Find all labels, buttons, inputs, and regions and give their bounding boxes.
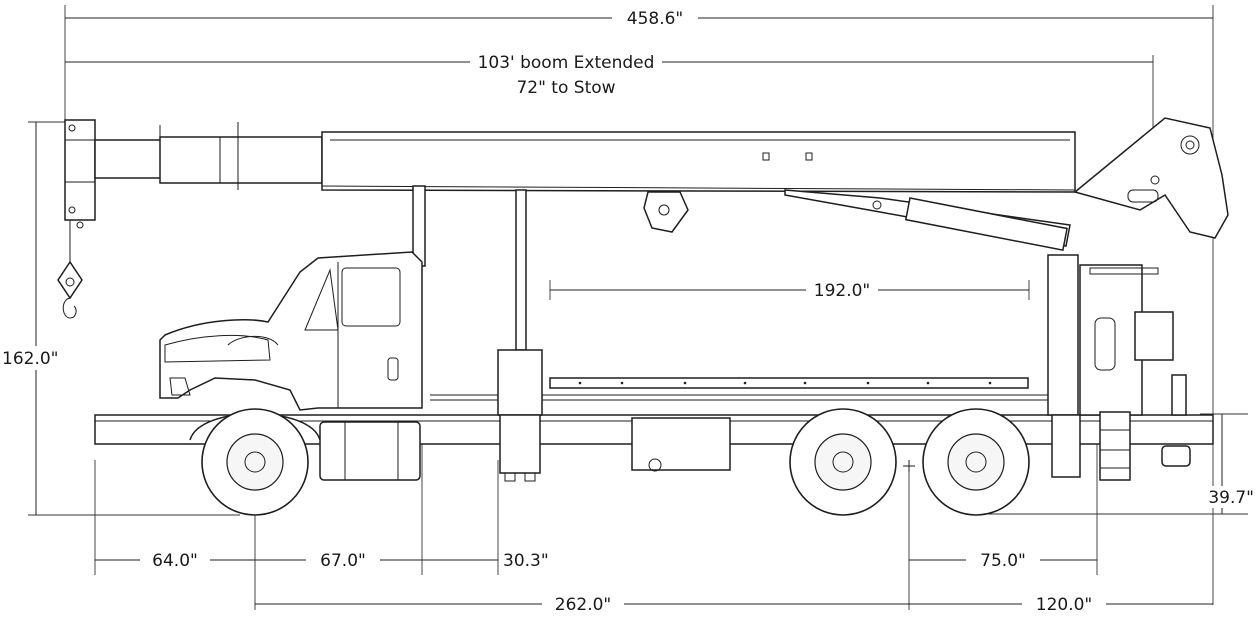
dimension-lines [35, 17, 1223, 605]
rear-pedestal [1079, 264, 1143, 416]
overall-length-label: 458.6" [627, 9, 684, 29]
front-outrigger-housing [497, 349, 543, 416]
wheels [189, 408, 1030, 516]
front-outrigger-leg [499, 414, 541, 474]
rear-light [1161, 445, 1191, 467]
boom-tip-head [64, 119, 96, 221]
boom-section-1 [94, 139, 166, 179]
cab-window-front [304, 268, 339, 331]
exhaust-stack [1171, 374, 1187, 416]
hood-vent [164, 334, 271, 363]
rear-outrigger-leg [1051, 414, 1081, 478]
wheelbase-label: 262.0" [555, 595, 612, 615]
door-handle [387, 357, 399, 381]
truck-cab [159, 251, 423, 411]
cab-body [159, 251, 423, 411]
hook-block [57, 260, 83, 300]
hook [62, 297, 77, 319]
boom-rest-post-rear [515, 189, 527, 351]
turret-column [1047, 254, 1079, 416]
axle-to-cab-label: 67.0" [320, 551, 366, 571]
front-overhang-label: 64.0" [152, 551, 198, 571]
cab-window-side [341, 267, 401, 327]
boom-extended-label: 103' boom Extended [478, 53, 655, 73]
deck-rivets [578, 381, 992, 385]
cab-to-outrigger-label: 30.3" [503, 551, 549, 571]
overall-height-label: 162.0" [2, 349, 59, 369]
boom-stow-label: 72" to Stow [516, 78, 615, 98]
boom-section-2 [159, 136, 323, 184]
toolbox [631, 417, 731, 471]
rear-ladder [1099, 411, 1131, 481]
crane-boom [57, 117, 1229, 351]
deck-length-label: 192.0" [814, 281, 871, 301]
frame-height-label: 39.7" [1208, 488, 1254, 508]
control-box [1134, 311, 1174, 361]
tandem-to-outrigger-label: 75.0" [980, 551, 1026, 571]
rear-overhang-label: 120.0" [1036, 595, 1093, 615]
flatbed-deck [549, 377, 1029, 389]
boom-main-section [321, 131, 1076, 193]
boom-bracket [643, 191, 689, 233]
truck-frame [94, 254, 1214, 482]
dimension-labels: 458.6" 103' boom Extended 72" to Stow 16… [0, 6, 1254, 616]
headlight [169, 377, 191, 396]
fuel-tank [319, 421, 421, 481]
